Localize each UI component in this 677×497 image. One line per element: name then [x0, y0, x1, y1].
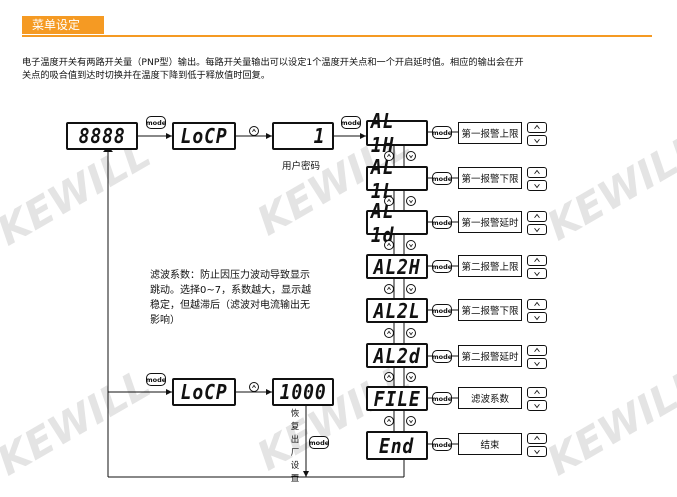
up-arrow-icon[interactable]: [527, 211, 547, 222]
down-arrow-icon[interactable]: [527, 180, 547, 191]
divider: [22, 35, 652, 37]
note-line: 跳动。选择0~7，系数越大，显示越: [150, 285, 312, 296]
menu-label: 第一报警下限: [458, 167, 522, 189]
menu-display-al1l: AL 1L: [366, 155, 428, 203]
note-line: 滤波系数：防止因压力波动导致显示: [150, 270, 310, 281]
display-text: 1000: [279, 380, 327, 404]
display-password: 1: [272, 122, 334, 150]
menu-display-al2l: AL2L: [366, 298, 428, 323]
display-text: AL2L: [373, 298, 421, 323]
down-arrow-icon[interactable]: [406, 151, 416, 161]
display-lock: LoCP: [172, 378, 236, 406]
down-arrow-icon[interactable]: [527, 446, 547, 457]
up-arrow-icon[interactable]: [249, 126, 259, 136]
up-arrow-icon[interactable]: [384, 416, 394, 426]
display-text: AL2H: [373, 254, 421, 279]
mode-button[interactable]: mode: [432, 350, 452, 363]
mode-button[interactable]: mode: [341, 116, 361, 129]
mode-button[interactable]: mode: [432, 126, 452, 139]
menu-label: 第一报警上限: [458, 122, 522, 144]
intro-line: 电子温度开关有两路开关量（PNP型）输出。每路开关量输出可以设定1个温度开关点和…: [22, 57, 524, 68]
display-main: 8888: [66, 122, 138, 150]
menu-label: 第二报警下限: [458, 299, 522, 321]
up-arrow-icon[interactable]: [249, 382, 259, 392]
display-text: AL 1d: [370, 198, 395, 247]
display-text: AL2d: [373, 343, 421, 368]
password-caption: 用户密码: [282, 161, 321, 172]
up-arrow-icon[interactable]: [384, 151, 394, 161]
note-line: 稳定，但越滞后（滤波对电流输出无: [150, 300, 310, 311]
menu-display-al1h: AL 1H: [366, 109, 428, 157]
display-reset-value: 1000: [272, 378, 334, 406]
display-text: LoCP: [180, 124, 228, 148]
reset-caption: 恢复出厂设置: [290, 409, 300, 484]
mode-button[interactable]: mode: [432, 304, 452, 317]
section-title: 菜单设定: [22, 16, 104, 34]
display-text: AL 1L: [370, 154, 395, 203]
mode-button[interactable]: mode: [309, 436, 329, 449]
display-text: FILE: [373, 386, 421, 411]
menu-label: 第二报警延时: [458, 345, 522, 367]
menu-label: 第一报警延时: [458, 211, 522, 233]
menu-display-al2h: AL2H: [366, 254, 428, 279]
down-arrow-icon[interactable]: [406, 240, 416, 250]
down-arrow-icon[interactable]: [527, 268, 547, 279]
display-lock: LoCP: [172, 122, 236, 150]
up-arrow-icon[interactable]: [384, 284, 394, 294]
menu-display-end: End: [366, 431, 428, 460]
down-arrow-icon[interactable]: [406, 416, 416, 426]
up-arrow-icon[interactable]: [384, 196, 394, 206]
mode-button[interactable]: mode: [432, 438, 452, 451]
display-text: 8888: [78, 124, 126, 148]
up-arrow-icon[interactable]: [527, 299, 547, 310]
display-text: AL 1H: [370, 109, 395, 157]
menu-label: 滤波系数: [458, 387, 522, 409]
up-arrow-icon[interactable]: [527, 255, 547, 266]
intro-line: 关点的吸合值到达时切换并在温度下降到低于释放值时回复。: [22, 70, 271, 81]
menu-display-al1d: AL 1d: [366, 199, 428, 247]
mode-button[interactable]: mode: [432, 216, 452, 229]
mode-button[interactable]: mode: [432, 172, 452, 185]
menu-display-al2d: AL2d: [366, 343, 428, 368]
filter-note: 滤波系数：防止因压力波动导致显示 跳动。选择0~7，系数越大，显示越 稳定，但越…: [150, 268, 350, 328]
up-arrow-icon[interactable]: [527, 122, 547, 133]
up-arrow-icon[interactable]: [527, 167, 547, 178]
up-arrow-icon[interactable]: [527, 433, 547, 444]
mode-button[interactable]: mode: [432, 260, 452, 273]
mode-button[interactable]: mode: [146, 373, 166, 386]
down-arrow-icon[interactable]: [406, 196, 416, 206]
up-arrow-icon[interactable]: [527, 387, 547, 398]
down-arrow-icon[interactable]: [406, 284, 416, 294]
mode-button[interactable]: mode: [146, 116, 166, 129]
down-arrow-icon[interactable]: [527, 135, 547, 146]
up-arrow-icon[interactable]: [527, 345, 547, 356]
down-arrow-icon[interactable]: [406, 372, 416, 382]
intro-text: 电子温度开关有两路开关量（PNP型）输出。每路开关量输出可以设定1个温度开关点和…: [22, 56, 662, 82]
display-text: 1: [313, 124, 326, 148]
menu-label: 第二报警上限: [458, 255, 522, 277]
menu-display-file: FILE: [366, 386, 428, 411]
note-line: 影响）: [150, 315, 180, 326]
display-text: LoCP: [180, 380, 228, 404]
down-arrow-icon[interactable]: [527, 312, 547, 323]
down-arrow-icon[interactable]: [527, 358, 547, 369]
display-text: End: [379, 433, 415, 458]
down-arrow-icon[interactable]: [527, 400, 547, 411]
down-arrow-icon[interactable]: [406, 328, 416, 338]
up-arrow-icon[interactable]: [384, 328, 394, 338]
down-arrow-icon[interactable]: [527, 224, 547, 235]
menu-label: 结束: [458, 433, 522, 455]
mode-button[interactable]: mode: [432, 392, 452, 405]
up-arrow-icon[interactable]: [384, 240, 394, 250]
up-arrow-icon[interactable]: [384, 372, 394, 382]
